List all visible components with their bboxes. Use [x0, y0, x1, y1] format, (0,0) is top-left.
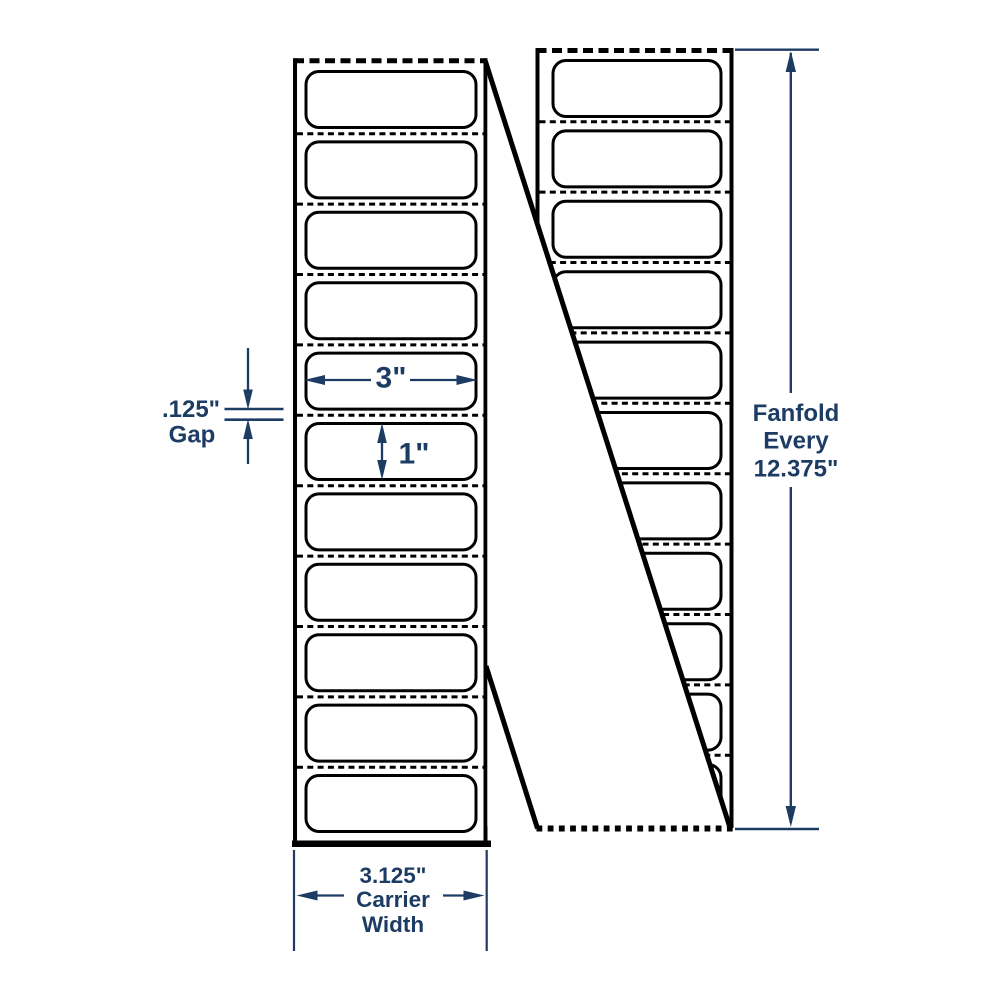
svg-text:3": 3" [376, 362, 407, 395]
svg-text:12.375": 12.375" [754, 456, 839, 483]
svg-text:Fanfold: Fanfold [753, 400, 840, 427]
svg-text:Every: Every [763, 428, 829, 455]
svg-text:1": 1" [399, 438, 430, 471]
svg-text:Carrier: Carrier [356, 887, 430, 912]
svg-text:Width: Width [362, 912, 424, 937]
svg-text:.125": .125" [162, 396, 220, 423]
svg-text:3.125": 3.125" [360, 863, 427, 888]
svg-text:Gap: Gap [169, 422, 216, 449]
